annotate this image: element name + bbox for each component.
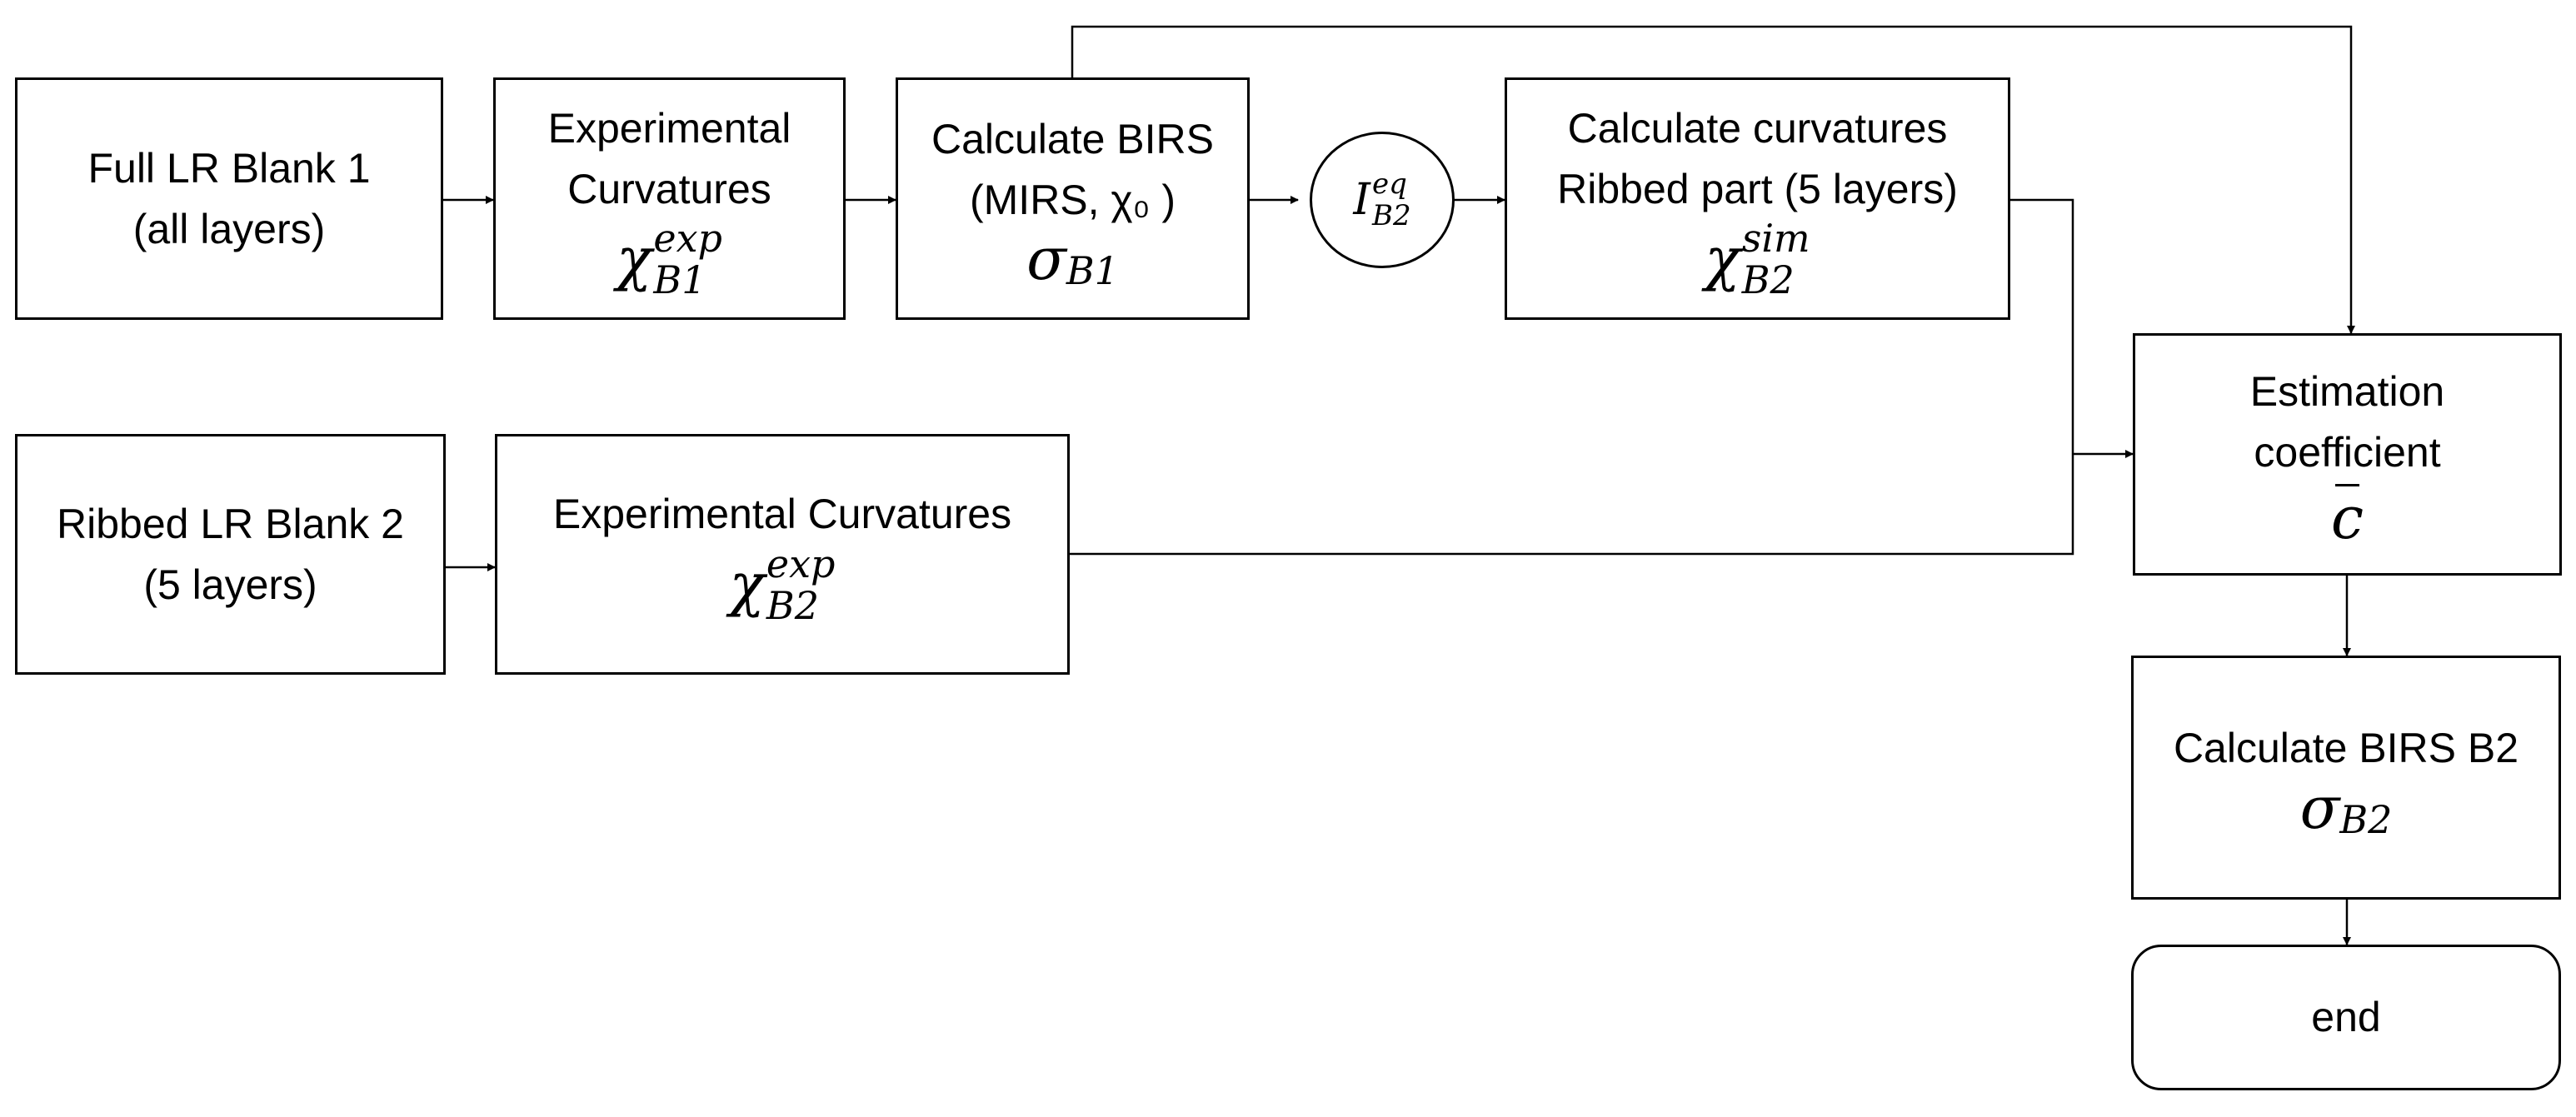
sigma-symbol: σ [1026, 225, 1066, 293]
ieq-superscript: eq [1371, 167, 1407, 201]
chi-symbol: χ [1705, 225, 1740, 293]
full-lr-blank-1-box: Full LR Blank 1 (all layers) [15, 77, 443, 320]
ieq-subscript: B2 [1371, 199, 1411, 232]
end-label: end [2311, 994, 2381, 1041]
sigma-b1-subscript: B1 [1066, 248, 1119, 293]
ieq-b2-circle: I eq B2 [1310, 132, 1455, 268]
ieq-b2-symbol: I eq B2 [1353, 170, 1410, 230]
chi-exp-b1-subscript: B1 [653, 257, 706, 302]
experimental-curvatures-b2-box: Experimental Curvatures χ exp B2 [495, 434, 1070, 675]
sigma-b1-symbol: σ B1 [1026, 225, 1119, 293]
calculate-birs-line-2: (MIRS, χ₀ ) [970, 176, 1176, 223]
sigma-b2-symbol: σ B2 [2299, 773, 2393, 842]
connector-calccurv-to-junction [2010, 198, 2074, 454]
calculate-birs-line-1: Calculate BIRS [931, 116, 1215, 162]
calculate-curvatures-line-1: Calculate curvatures [1567, 105, 1948, 152]
chi-sim-b2-symbol: χ sim B2 [1705, 219, 1810, 299]
estimation-line-1: Estimation [2249, 368, 2445, 415]
chi-exp-b1-symbol: χ exp B1 [617, 219, 722, 299]
calculate-birs-b2-line-1: Calculate BIRS B2 [2173, 725, 2519, 772]
ribbed-lr-blank-2-line-1: Ribbed LR Blank 2 [57, 501, 404, 547]
calculate-curvatures-ribbed-box: Calculate curvatures Ribbed part (5 laye… [1505, 77, 2010, 320]
experimental-curvatures-b1-line-2: Curvatures [567, 165, 771, 212]
chi-exp-b2-subscript: B2 [766, 582, 819, 628]
calculate-curvatures-line-2: Ribbed part (5 layers) [1557, 165, 1958, 212]
chi-sim-b2-superscript: sim [1741, 216, 1810, 261]
arrow-calcbirs-to-estimation [1071, 25, 2355, 334]
sigma-symbol: σ [2299, 773, 2340, 842]
experimental-curvatures-b1-box: Experimental Curvatures χ exp B1 [493, 77, 846, 320]
calculate-birs-b2-box: Calculate BIRS B2 σ B2 [2131, 656, 2561, 900]
end-terminal-box: end [2131, 945, 2561, 1090]
chi-sim-b2-subscript: B2 [1741, 257, 1795, 302]
connector-expcurv2-to-junction [1070, 454, 2074, 556]
full-lr-blank-1-line-2: (all layers) [132, 205, 326, 252]
ribbed-lr-blank-2-box: Ribbed LR Blank 2 (5 layers) [15, 434, 446, 675]
sigma-b2-subscript: B2 [2339, 796, 2393, 842]
experimental-curvatures-b2-line-1: Experimental Curvatures [552, 491, 1012, 538]
chi-exp-b2-superscript: exp [766, 541, 836, 586]
chi-symbol: χ [729, 550, 765, 619]
ribbed-lr-blank-2-line-2: (5 layers) [143, 561, 317, 608]
chi-exp-b2-symbol: χ exp B2 [729, 545, 835, 625]
experimental-curvatures-b1-line-1: Experimental [547, 105, 791, 152]
chi-symbol: χ [616, 225, 652, 293]
estimation-line-2: coefficient [2254, 428, 2441, 476]
chi-exp-b1-superscript: exp [653, 216, 723, 261]
estimation-coefficient-box: Estimation coefficient c [2133, 333, 2562, 576]
i-symbol: I [1353, 175, 1370, 225]
full-lr-blank-1-line-1: Full LR Blank 1 [87, 145, 371, 192]
c-bar: c [2330, 484, 2364, 552]
calculate-birs-box: Calculate BIRS (MIRS, χ₀ ) σ B1 [896, 77, 1250, 320]
c-bar-symbol: c [2331, 482, 2364, 547]
